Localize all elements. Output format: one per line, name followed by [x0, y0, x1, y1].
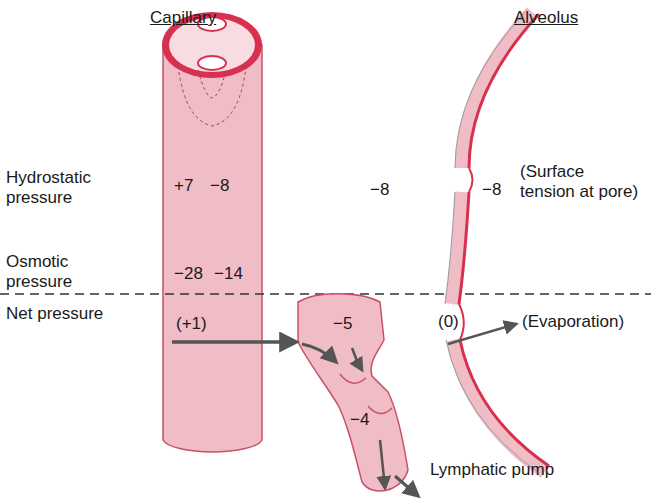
label: −4 [350, 410, 369, 430]
label: (Evaporation) [522, 312, 624, 332]
label: −8 [370, 180, 389, 200]
label: −8 [482, 180, 501, 200]
label: −14 [214, 264, 243, 284]
label: −5 [333, 314, 352, 334]
label: (0) [438, 312, 459, 332]
heading-label: Alveolus [514, 8, 578, 28]
label: Osmotic pressure [6, 252, 106, 292]
label: Hydrostatic pressure [6, 168, 126, 208]
label: Net pressure [6, 304, 106, 324]
heading-label: Capillary [150, 8, 216, 28]
label: Lymphatic pump [430, 460, 554, 480]
label: −28 [174, 264, 203, 284]
label: (+1) [176, 314, 207, 334]
label: (Surface tension at pore) [520, 162, 640, 202]
label: −8 [210, 176, 229, 196]
label: +7 [174, 176, 193, 196]
